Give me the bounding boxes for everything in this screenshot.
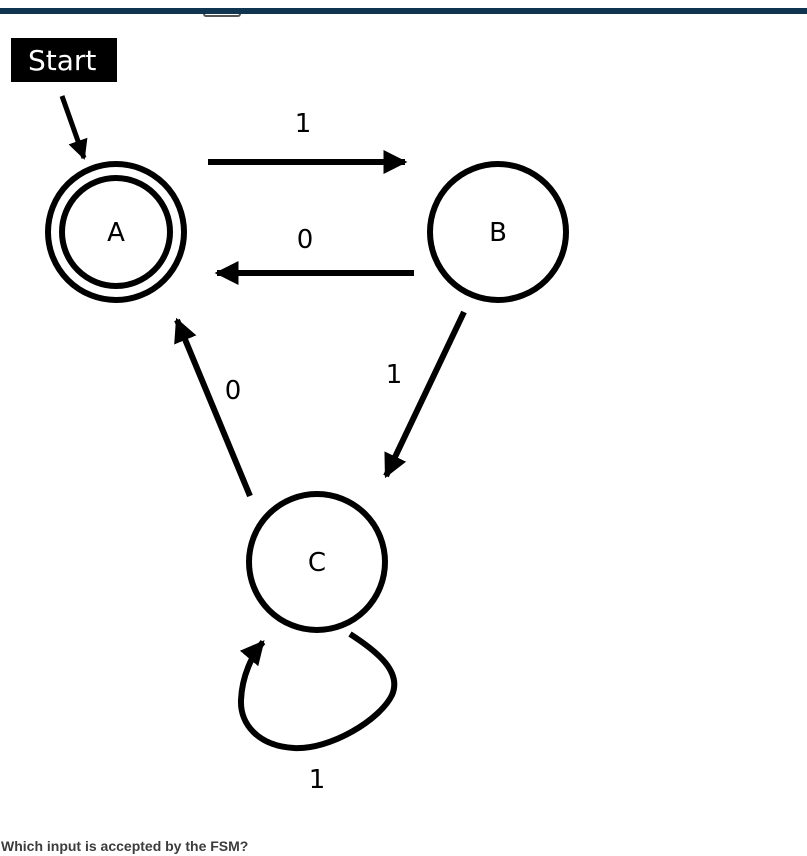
transition-b-to-a-label: 0 — [297, 225, 314, 255]
state-b-circle — [427, 161, 569, 303]
state-b-label: B — [489, 218, 507, 248]
state-c-circle — [246, 491, 388, 633]
transition-c-to-a-label: 0 — [225, 376, 242, 406]
state-b: B — [427, 161, 569, 303]
question-text: Which input is accepted by the FSM? — [1, 838, 249, 854]
state-c-label: C — [308, 548, 326, 578]
state-c: C — [246, 491, 388, 633]
transition-c-self-loop-arrow — [237, 631, 398, 752]
start-label-box — [11, 38, 117, 82]
start-label-text: Start — [28, 44, 96, 77]
start-arrow — [59, 95, 88, 160]
start-label: Start — [11, 38, 117, 82]
transition-a-to-b-label: 1 — [295, 109, 312, 139]
state-a-outer-ring — [45, 161, 187, 303]
header-bar — [0, 8, 807, 14]
state-a-label: A — [107, 218, 125, 248]
transition-c-self-loop-label: 1 — [309, 765, 326, 795]
state-a: A — [45, 161, 187, 303]
fsm-diagram: Start A B C 1 0 1 0 1 — [11, 38, 569, 795]
state-a-inner-ring — [59, 175, 173, 289]
header-bar-fragment — [203, 14, 241, 17]
transition-b-to-c-arrow — [383, 310, 467, 479]
transition-b-to-c-label: 1 — [386, 360, 403, 390]
transition-c-to-a-arrow — [174, 317, 253, 498]
